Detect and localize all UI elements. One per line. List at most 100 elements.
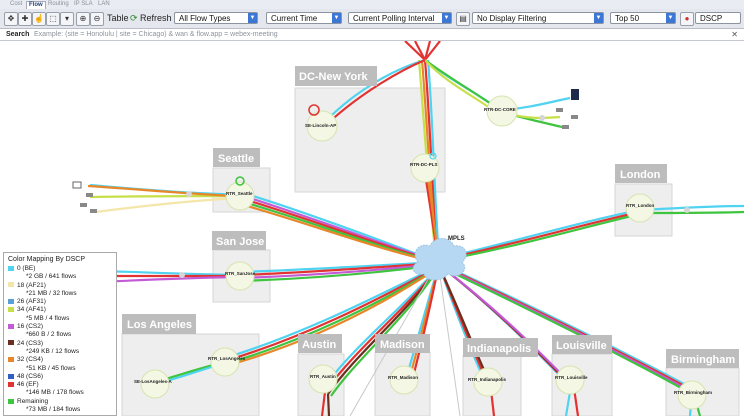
junction-dot — [179, 272, 185, 278]
move-icon[interactable]: ✥ — [4, 12, 18, 26]
dscp-select[interactable]: DSCP — [695, 12, 741, 24]
router-node-se-lincoln[interactable] — [306, 110, 338, 142]
legend-detail: *5 MB / 4 flows — [26, 314, 70, 322]
legend-detail: *2 GB / 641 flows — [26, 273, 77, 281]
site-label-dc-new-york: DC-New York — [299, 71, 369, 83]
legend-entry-name: Remaining — [17, 397, 49, 405]
legend-entry-name: 26 (AF31) — [17, 298, 46, 306]
color-swatch — [8, 323, 14, 329]
flow-line[interactable] — [326, 393, 331, 416]
site-label-madison: Madison — [380, 339, 425, 351]
display-filter-value: No Display Filtering — [477, 14, 547, 23]
router-node-madison[interactable] — [389, 365, 419, 395]
refresh-button[interactable]: Refresh — [140, 13, 172, 23]
site-label-louisville: Louisville — [556, 340, 607, 352]
table-button[interactable]: Table — [107, 13, 129, 23]
router-node-losangeles[interactable] — [210, 347, 240, 377]
chevron-down-icon: ▼ — [332, 13, 341, 23]
flow-types-select[interactable]: All Flow Types▼ — [174, 12, 258, 24]
flow-line[interactable] — [89, 194, 241, 199]
search-input[interactable]: Example: (site = Honolulu | site = Chica… — [34, 31, 278, 38]
laptop-icon[interactable] — [571, 115, 578, 119]
router-node-dc-pls[interactable] — [410, 153, 440, 183]
node-labels: SE-Lincoln-AP RTR-DC-CORE RTR-DC-PLS RTR… — [134, 107, 712, 395]
top-select[interactable]: Top 50▼ — [610, 12, 676, 24]
dscp-value: DSCP — [700, 14, 723, 23]
select-icon[interactable]: ⬚ — [46, 12, 60, 26]
flow-line[interactable] — [224, 267, 439, 368]
flow-line[interactable] — [224, 266, 439, 363]
time-select[interactable]: Current Time▼ — [266, 12, 342, 24]
flow-line[interactable] — [224, 267, 439, 366]
router-node-dc-core[interactable] — [486, 95, 518, 127]
flow-line[interactable] — [404, 41, 426, 61]
dscp-legend: Color Mapping By DSCP 0 (BE) *2 GB / 641… — [3, 252, 117, 416]
flow-line[interactable] — [443, 210, 641, 261]
node-label: RTR_Austin — [310, 374, 336, 379]
tab-ipsla[interactable]: IP SLA — [74, 1, 93, 7]
laptop-icon[interactable] — [556, 108, 563, 112]
router-node-birmingham[interactable] — [677, 380, 707, 410]
flow-line[interactable] — [639, 210, 744, 215]
flow-line[interactable] — [424, 41, 441, 61]
junction-dot — [684, 207, 690, 213]
laptop-icon[interactable] — [86, 193, 93, 197]
legend-entry-name: 16 (CS2) — [17, 323, 44, 331]
junction-dot — [186, 191, 192, 197]
mpls-cloud[interactable] — [412, 238, 467, 281]
color-mapping-icon[interactable]: ● — [680, 12, 694, 26]
flow-line[interactable] — [320, 391, 327, 416]
network-map[interactable]: DC-New York Seattle San Jose Los Angeles… — [0, 41, 744, 416]
color-swatch — [8, 265, 14, 271]
display-filter-icon[interactable]: ▤ — [456, 12, 470, 26]
flow-line[interactable] — [94, 196, 241, 214]
flow-line[interactable] — [426, 59, 441, 259]
zoom-out-icon[interactable]: ⊖ — [90, 12, 104, 26]
router-node-louisville[interactable] — [555, 365, 585, 395]
laptop-icon[interactable] — [80, 203, 87, 207]
flow-line[interactable] — [327, 267, 439, 395]
router-node-london[interactable] — [625, 193, 655, 223]
router-node-austin[interactable] — [308, 364, 338, 394]
arrow-icon[interactable]: ✚ — [18, 12, 32, 26]
color-swatch — [8, 340, 14, 346]
legend-entry: 32 (CS4) — [8, 356, 112, 364]
legend-entry-name: 48 (CS6) — [17, 372, 44, 380]
tab-routing[interactable]: Routing — [48, 1, 69, 7]
laptop-icon[interactable] — [90, 209, 97, 213]
flow-line[interactable] — [423, 41, 432, 61]
color-swatch — [8, 357, 14, 363]
tab-flow[interactable]: Flow — [26, 1, 46, 9]
mpls-cloud-label: MPLS — [448, 236, 465, 242]
close-icon[interactable]: ✕ — [731, 30, 738, 39]
flow-line[interactable] — [239, 262, 439, 280]
router-node-se-losangeles[interactable] — [140, 369, 170, 399]
hand-icon[interactable]: ☝ — [32, 12, 46, 26]
legend-entry-name: 24 (CS3) — [17, 339, 44, 347]
router-node-sanjose[interactable] — [225, 261, 255, 291]
computer-icon[interactable] — [72, 181, 82, 189]
interval-select[interactable]: Current Polling Interval▼ — [348, 12, 452, 24]
tab-cost[interactable]: Cost — [10, 1, 23, 7]
router-node-seattle[interactable] — [225, 181, 255, 211]
flow-line[interactable] — [443, 212, 641, 262]
flow-line[interactable] — [224, 265, 439, 360]
loop-icon — [429, 152, 437, 160]
tablet-icon[interactable] — [571, 89, 579, 100]
color-swatch — [8, 381, 14, 387]
tab-lan[interactable]: LAN — [98, 1, 110, 7]
flow-line[interactable] — [414, 41, 426, 61]
flow-line[interactable] — [239, 260, 439, 274]
legend-detail: *21 MB / 32 flows — [26, 289, 77, 297]
flow-types-value: All Flow Types — [179, 14, 231, 23]
site-label-birmingham: Birmingham — [671, 354, 735, 366]
search-bar: Search Example: (site = Honolulu | site … — [0, 29, 744, 41]
legend-entry: 0 (BE) — [8, 265, 112, 273]
zoom-in-icon[interactable]: ⊕ — [76, 12, 90, 26]
dropdown-icon[interactable]: ▾ — [60, 12, 74, 26]
router-node-indianapolis[interactable] — [473, 367, 503, 397]
flow-line[interactable] — [239, 261, 439, 277]
flow-line[interactable] — [443, 208, 641, 260]
display-filter-select[interactable]: No Display Filtering▼ — [472, 12, 604, 24]
laptop-icon[interactable] — [562, 125, 569, 129]
